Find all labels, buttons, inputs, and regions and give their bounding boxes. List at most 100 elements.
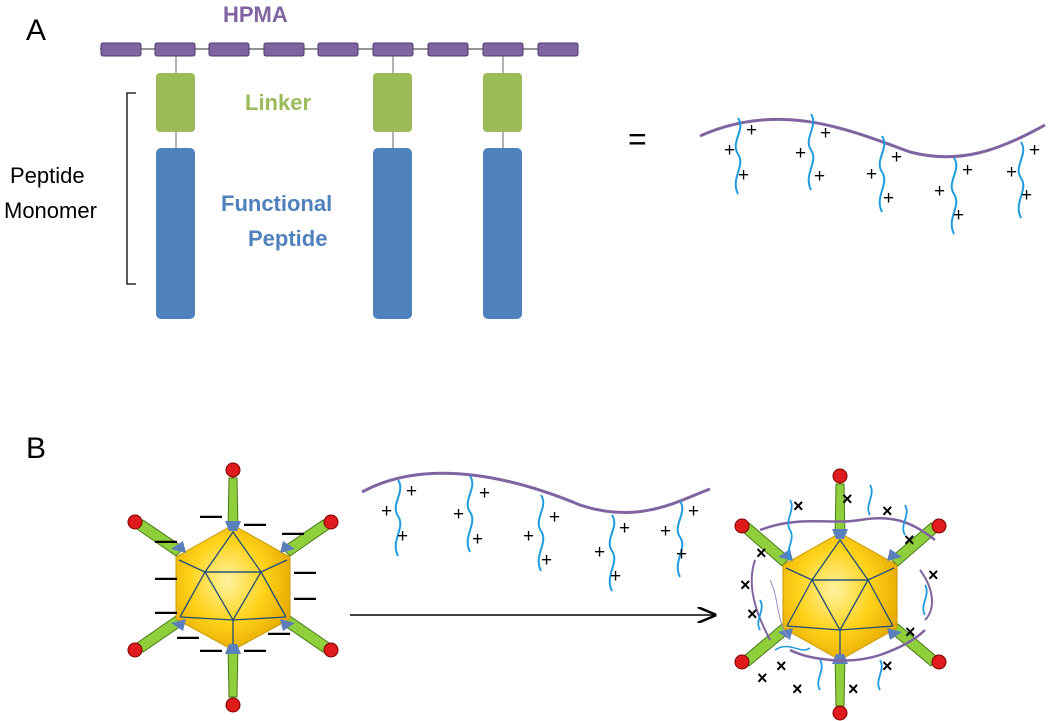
linker-block: [156, 73, 195, 132]
svg-text:+: +: [406, 481, 417, 502]
svg-text:×: ×: [842, 489, 853, 509]
svg-text:×: ×: [776, 656, 787, 676]
svg-text:+: +: [397, 526, 408, 547]
virus-particle-coated: × × × × × × × × × × × × × ×: [734, 468, 947, 721]
svg-text:—: —: [268, 620, 290, 645]
svg-text:+: +: [594, 542, 605, 563]
svg-text:×: ×: [747, 604, 758, 624]
capsid-edges: [785, 538, 895, 655]
polymer-schematic-a: + + + + + + + + + + + + + + +: [699, 113, 1046, 235]
svg-text:×: ×: [848, 679, 859, 699]
hpma-unit: [208, 42, 250, 57]
polymer-schematic-b: + + + + + + + + + + + + + + +: [361, 471, 711, 592]
linker-block: [373, 73, 412, 132]
svg-text:—: —: [200, 637, 222, 662]
svg-text:+: +: [934, 181, 945, 202]
hpma-unit: [100, 42, 142, 57]
spikes: [734, 468, 947, 721]
svg-text:×: ×: [882, 656, 893, 676]
peptide-strands: [734, 113, 1025, 235]
svg-text:+: +: [479, 483, 490, 504]
svg-text:+: +: [738, 165, 749, 186]
positive-charges: + + + + + + + + + + + + + + +: [381, 481, 699, 587]
svg-text:+: +: [541, 550, 552, 571]
svg-text:+: +: [549, 507, 560, 528]
svg-text:×: ×: [792, 679, 803, 699]
linker-label: Linker: [245, 90, 311, 115]
svg-text:+: +: [472, 529, 483, 550]
svg-text:+: +: [883, 188, 894, 209]
hpma-unit: [427, 42, 469, 57]
spike-tips: [734, 468, 947, 721]
spike-bases: [171, 521, 295, 654]
linker-block: [483, 73, 522, 132]
svg-text:—: —: [294, 585, 316, 610]
spikes: [127, 462, 339, 713]
hpma-unit: [317, 42, 359, 57]
svg-text:+: +: [795, 143, 806, 164]
panel-b-letter: B: [26, 432, 46, 465]
svg-text:+: +: [688, 501, 699, 522]
svg-text:—: —: [155, 599, 177, 624]
svg-text:+: +: [660, 521, 671, 542]
svg-text:—: —: [200, 503, 222, 528]
svg-text:+: +: [523, 526, 534, 547]
svg-text:—: —: [244, 637, 266, 662]
polymer-backbone-curve: [361, 471, 711, 514]
hpma-unit: [537, 42, 579, 57]
panel-a-letter: A: [26, 14, 46, 47]
svg-text:+: +: [746, 120, 757, 141]
svg-text:—: —: [177, 624, 199, 649]
svg-text:—: —: [155, 565, 177, 590]
peptide-monomer-label-line1: Peptide: [10, 163, 85, 188]
equals-sign: =: [628, 121, 647, 157]
peptide-monomer: [483, 56, 522, 319]
svg-text:—: —: [244, 511, 266, 536]
svg-text:+: +: [453, 504, 464, 525]
svg-text:+: +: [619, 518, 630, 539]
hpma-unit: [372, 42, 414, 57]
functional-peptide-block: [483, 148, 522, 319]
functional-peptide-block: [373, 148, 412, 319]
svg-text:+: +: [676, 544, 687, 565]
hpma-unit: [154, 42, 196, 57]
svg-text:+: +: [820, 123, 831, 144]
svg-text:+: +: [962, 160, 973, 181]
hpma-backbone: [100, 42, 579, 57]
svg-text:×: ×: [757, 668, 768, 688]
wrapping-polymers: [750, 484, 936, 691]
virus-particle-left: — — — — — — — — — — — —: [127, 462, 339, 713]
svg-text:×: ×: [904, 530, 915, 550]
svg-text:×: ×: [928, 565, 939, 585]
svg-text:+: +: [1021, 185, 1032, 206]
peptide-monomer: [373, 56, 412, 319]
hpma-label: HPMA: [223, 2, 288, 27]
negative-charges: — — — — — — — — — — — —: [155, 503, 316, 662]
spike-tips: [127, 462, 339, 713]
peptide-monomer-label-line2: Monomer: [4, 198, 97, 223]
neutralized-charges: × × × × × × × × × × × × × ×: [740, 489, 939, 699]
polymer-backbone-curve: [699, 117, 1046, 159]
svg-text:—: —: [294, 559, 316, 584]
svg-text:+: +: [381, 501, 392, 522]
capsid-edges: [178, 530, 288, 645]
functional-peptide-label-line2: Peptide: [248, 226, 327, 251]
svg-text:—: —: [155, 528, 177, 553]
svg-text:+: +: [953, 205, 964, 226]
svg-text:+: +: [610, 566, 621, 587]
svg-text:+: +: [866, 164, 877, 185]
hpma-unit: [263, 42, 305, 57]
svg-text:+: +: [724, 140, 735, 161]
peptide-strands: [394, 475, 684, 592]
hpma-unit: [482, 42, 524, 57]
svg-text:×: ×: [793, 496, 804, 516]
svg-text:×: ×: [740, 575, 751, 595]
peptide-monomer: [156, 56, 195, 319]
svg-text:+: +: [1029, 140, 1040, 161]
functional-peptide-block: [156, 148, 195, 319]
svg-text:—: —: [282, 520, 304, 545]
svg-text:×: ×: [882, 501, 893, 521]
svg-text:+: +: [891, 147, 902, 168]
svg-text:+: +: [1006, 162, 1017, 183]
